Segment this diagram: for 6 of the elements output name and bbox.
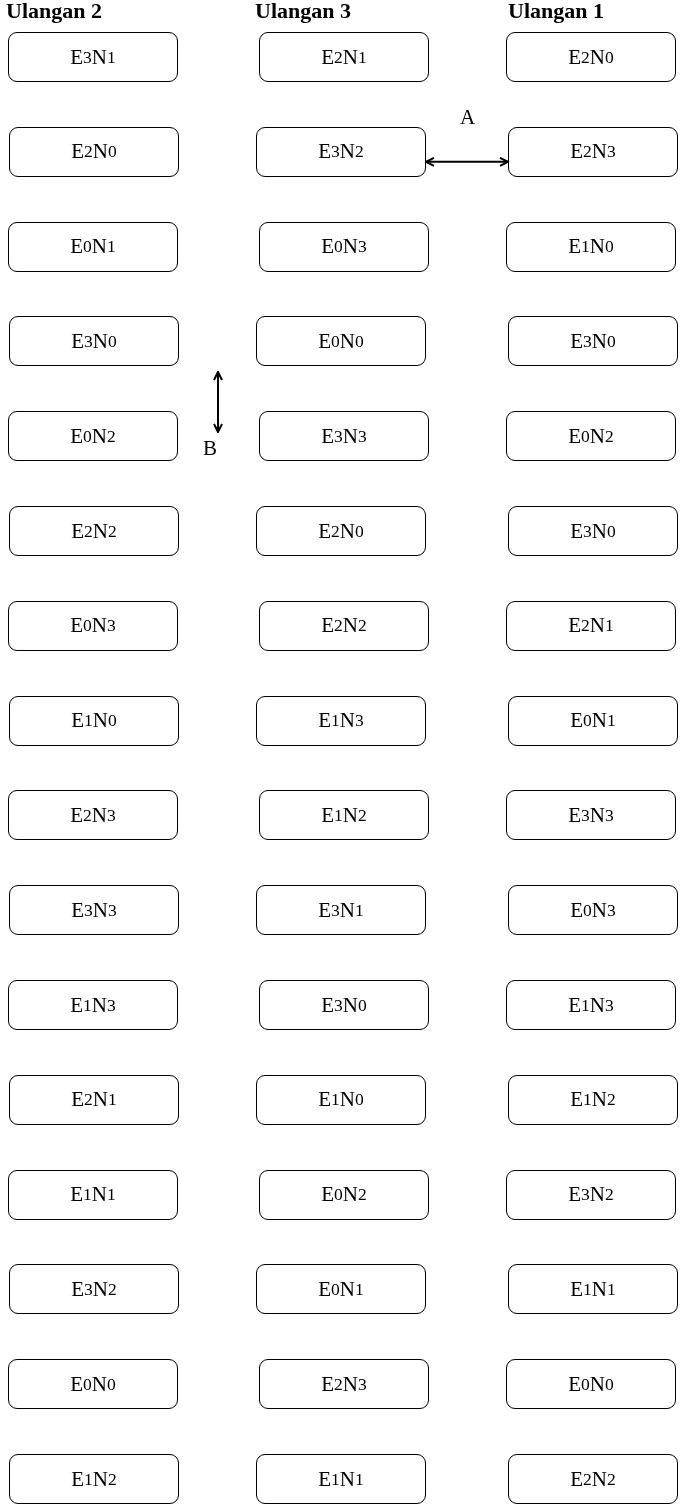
edge-label: A [460, 104, 476, 130]
column-heading: Ulangan 2 [6, 0, 102, 24]
column-heading: Ulangan 1 [508, 0, 604, 24]
dimension-label: B [203, 436, 217, 461]
double-arrow [425, 156, 509, 167]
column-heading: Ulangan 3 [255, 0, 351, 24]
